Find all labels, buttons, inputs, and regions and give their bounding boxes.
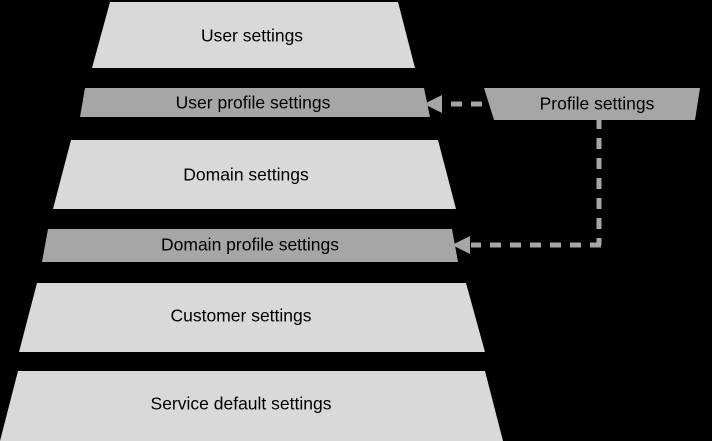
user-settings-shape[interactable] xyxy=(92,2,415,68)
profile-settings-callout-label: Profile settings xyxy=(540,94,655,114)
highlight-band-domain-profile-settings[interactable]: Domain profile settings xyxy=(42,229,458,262)
user-settings-label: User settings xyxy=(201,26,303,46)
domain-profile-settings-label: Domain profile settings xyxy=(161,235,339,255)
callout-profile-settings[interactable]: Profile settings xyxy=(484,88,700,120)
callout-to-user-profile-arrowhead xyxy=(424,95,442,113)
pyramid-layer-user-settings[interactable]: User settings xyxy=(92,2,415,68)
connector-callout-to-domain-profile xyxy=(452,118,602,254)
customer-settings-shape[interactable] xyxy=(19,283,485,352)
customer-settings-label: Customer settings xyxy=(170,306,311,326)
pyramid-layer-domain-settings[interactable]: Domain settings xyxy=(53,140,456,209)
callout-to-domain-profile-arrowhead xyxy=(452,236,470,254)
user-profile-settings-label: User profile settings xyxy=(176,93,331,113)
highlight-band-user-profile-settings[interactable]: User profile settings xyxy=(80,88,430,117)
pyramid-layer-service-default-settings[interactable]: Service default settings xyxy=(0,371,503,441)
service-default-settings-shape[interactable] xyxy=(0,371,503,441)
domain-profile-settings-shape[interactable] xyxy=(42,229,458,262)
pyramid-layer-customer-settings[interactable]: Customer settings xyxy=(19,283,485,352)
domain-settings-shape[interactable] xyxy=(53,140,456,209)
profile-settings-callout-shape[interactable] xyxy=(484,88,700,120)
connector-callout-to-user-profile xyxy=(424,95,482,113)
user-profile-settings-shape[interactable] xyxy=(80,88,430,117)
service-default-settings-label: Service default settings xyxy=(151,394,332,414)
domain-settings-label: Domain settings xyxy=(183,165,309,185)
